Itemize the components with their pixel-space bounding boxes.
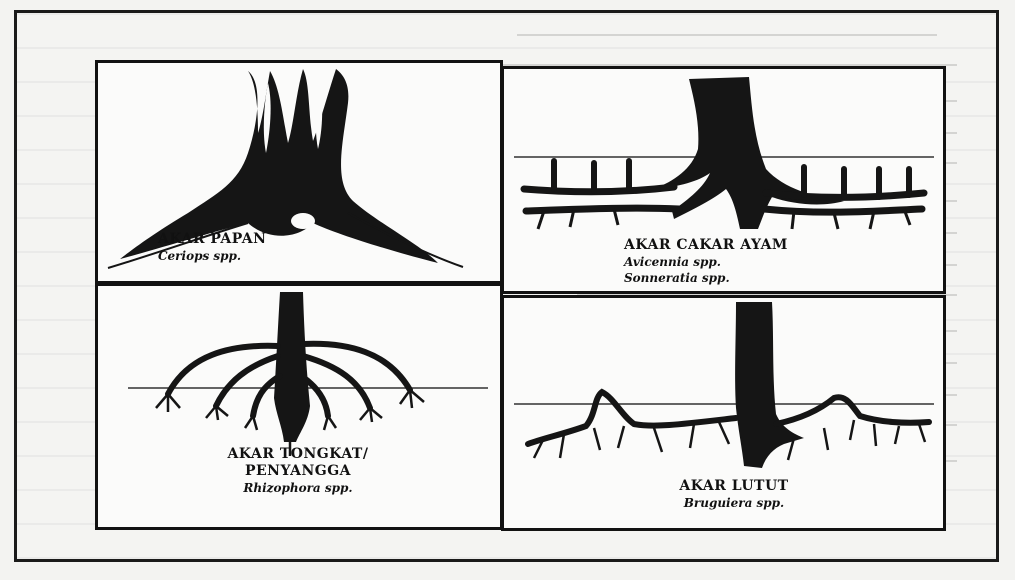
root-type-name: AKAR PAPAN	[158, 231, 338, 248]
page-frame: AKAR PAPAN Ceriops spp.	[14, 10, 999, 562]
species-name: Bruguiera spp.	[634, 495, 834, 511]
species-name: Ceriops spp.	[158, 248, 338, 264]
root-type-name: AKAR LUTUT	[634, 478, 834, 495]
species-name: Sonneratia spp.	[624, 270, 854, 286]
root-type-name: AKAR CAKAR AYAM	[624, 237, 854, 254]
caption-akar-cakar-ayam: AKAR CAKAR AYAM Avicennia spp. Sonnerati…	[624, 237, 854, 286]
caption-akar-tongkat: AKAR TONGKAT/ PENYANGGA Rhizophora spp.	[178, 446, 418, 496]
caption-akar-lutut: AKAR LUTUT Bruguiera spp.	[634, 478, 834, 511]
panel-akar-papan: AKAR PAPAN Ceriops spp.	[95, 60, 503, 284]
root-type-name-line-1: AKAR TONGKAT/	[178, 446, 418, 463]
panel-akar-tongkat: AKAR TONGKAT/ PENYANGGA Rhizophora spp.	[95, 283, 503, 530]
root-type-name-line-2: PENYANGGA	[178, 463, 418, 480]
caption-akar-papan: AKAR PAPAN Ceriops spp.	[158, 231, 338, 264]
species-name: Rhizophora spp.	[178, 480, 418, 496]
species-name: Avicennia spp.	[624, 254, 854, 270]
panel-akar-lutut: AKAR LUTUT Bruguiera spp.	[501, 295, 946, 531]
panel-akar-cakar-ayam: AKAR CAKAR AYAM Avicennia spp. Sonnerati…	[501, 66, 946, 294]
